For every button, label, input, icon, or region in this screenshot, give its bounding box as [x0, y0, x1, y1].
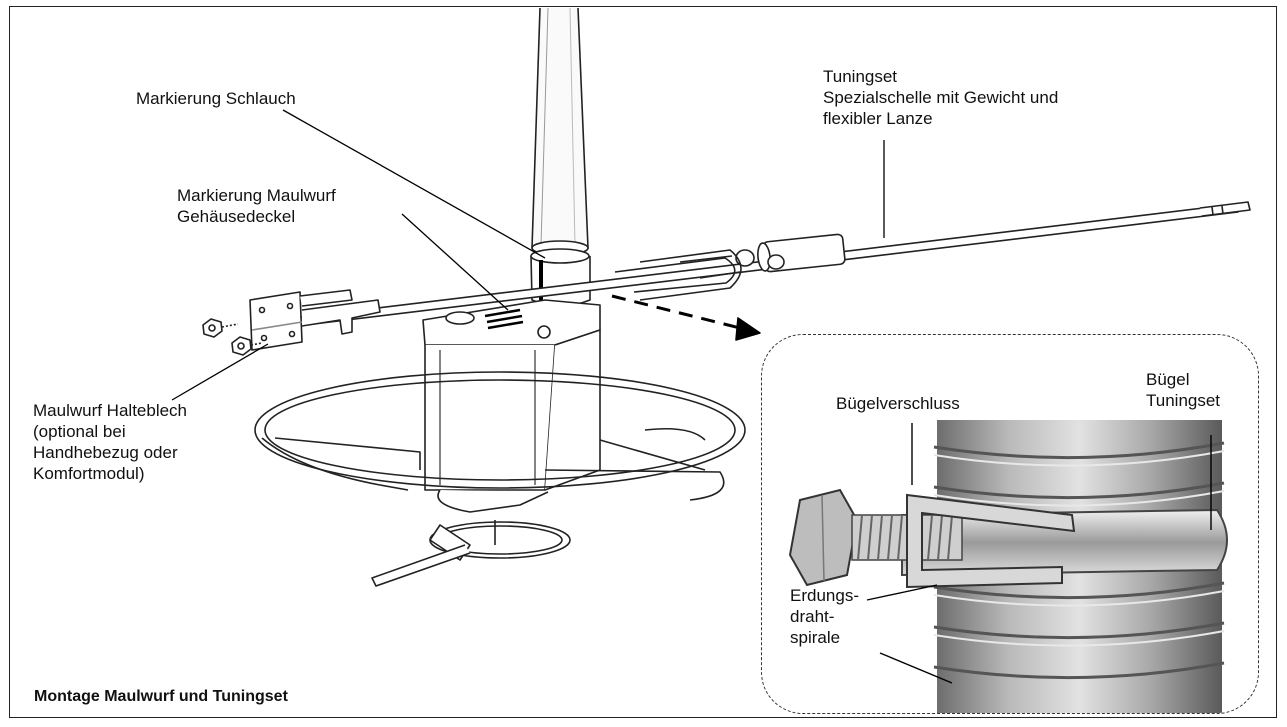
detail-inset: Bügelverschluss Bügel Tuningset Erdungs-… — [761, 334, 1259, 714]
label-tuningset-line1: Tuningset — [823, 67, 898, 86]
figure-frame — [9, 6, 1277, 718]
housing — [422, 299, 601, 491]
label-erdung-line1: Erdungs- — [790, 586, 859, 605]
leader-maulwurf — [401, 213, 509, 311]
u-bracket — [614, 249, 742, 301]
label-halteblech-line3: Handhebezug oder — [33, 443, 178, 462]
label-halteblech-line2: (optional bei — [33, 422, 126, 441]
leader-halteblech — [171, 343, 269, 401]
label-halteblech-line4: Komfortmodul) — [33, 464, 145, 483]
label-markierung-maulwurf-line2: Gehäusedeckel — [177, 207, 296, 226]
label-halteblech-line1: Maulwurf Halteblech — [33, 401, 188, 420]
label-markierung-maulwurf-line1: Markierung Maulwurf — [177, 186, 336, 205]
detail-arrow-head — [735, 317, 761, 341]
figure-title: Montage Maulwurf und Tuningset — [34, 688, 288, 705]
label-tuningset-line2: Spezialschelle mit Gewicht und — [823, 88, 1059, 107]
holding-plate — [249, 289, 381, 351]
nuts — [202, 318, 263, 356]
clamp-detail-photo — [788, 420, 1228, 713]
detail-arrow-line — [611, 294, 741, 330]
lower-propeller — [371, 489, 571, 587]
label-buegelverschluss: Bügelverschluss — [836, 394, 960, 413]
label-tuningset-line3: flexibler Lanze — [823, 109, 933, 128]
label-erdung-line2: draht- — [790, 607, 835, 626]
label-buegel-tuningset-line1: Bügel — [1146, 370, 1190, 389]
label-erdung-line3: spirale — [790, 628, 841, 647]
label-markierung-schlauch: Markierung Schlauch — [136, 89, 296, 108]
label-buegel-tuningset-line2: Tuningset — [1146, 391, 1221, 410]
float-ring — [254, 371, 746, 501]
leader-schlauch — [282, 109, 546, 259]
